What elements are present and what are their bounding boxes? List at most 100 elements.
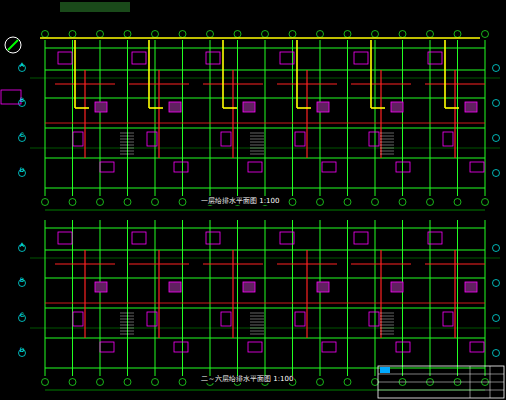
plan-line [148, 40, 150, 108]
plan-line [210, 40, 211, 196]
plan-fixture [147, 312, 157, 326]
plan-line [380, 151, 394, 152]
axis-bubble [97, 379, 104, 386]
plan-line [347, 220, 348, 376]
plan-fixture [95, 102, 107, 112]
plan-line [380, 133, 394, 134]
axis-label: B [19, 97, 25, 103]
plan-linework [19, 31, 501, 391]
plan-fixture [322, 162, 336, 172]
plan-line [457, 40, 458, 196]
title-block [378, 366, 504, 398]
plan-fixture [73, 132, 83, 146]
axis-bubble [42, 379, 49, 386]
plan-title: 一层给排水平面图 1:100 [200, 198, 280, 205]
plan-line [120, 313, 134, 314]
plan-line [40, 37, 480, 39]
plan-title: 二～六层给排水平面图 1:100 [200, 376, 294, 383]
plan-fixture [443, 312, 453, 326]
plan-line [296, 40, 298, 108]
plan-line [292, 220, 293, 376]
axis-bubble [124, 379, 131, 386]
axis-bubble [399, 199, 406, 206]
plan-line [380, 316, 394, 317]
plan-line [250, 136, 264, 137]
plan-line [250, 133, 264, 134]
plan-fixture [391, 102, 403, 112]
plan-line [250, 328, 264, 329]
axis-bubble [42, 31, 49, 38]
plan-line [250, 334, 264, 335]
axis-label: D [19, 167, 26, 173]
axis-bubble [317, 379, 324, 386]
plan-line [84, 250, 85, 338]
plan-line [380, 136, 394, 137]
plan-line [158, 70, 159, 158]
plan-line [45, 220, 46, 376]
plan-line [380, 145, 394, 146]
plan-line [380, 154, 394, 155]
plan-line [250, 313, 264, 314]
plan-fixture [396, 162, 410, 172]
axis-bubble [179, 379, 186, 386]
plan-line [430, 220, 431, 376]
plan-line [120, 151, 134, 152]
axis-bubble [493, 280, 500, 287]
plan-line [320, 40, 321, 196]
plan-line [75, 107, 89, 109]
plan-fixture [322, 342, 336, 352]
plan-line [250, 316, 264, 317]
plan-line [45, 40, 46, 196]
plan-line [120, 319, 134, 320]
axis-bubble [344, 199, 351, 206]
plan-line [250, 331, 264, 332]
plan-line [237, 40, 238, 196]
plan-line [380, 319, 394, 320]
plan-line [182, 40, 183, 196]
plan-line [485, 40, 486, 196]
plan-line [380, 331, 394, 332]
plan-line [402, 220, 403, 376]
plan-fixture [169, 102, 181, 112]
plan-line [155, 220, 156, 376]
axis-bubble [97, 199, 104, 206]
plan-line [120, 136, 134, 137]
plan-line [306, 70, 307, 158]
plan-line [380, 139, 394, 140]
plan-fixture [248, 162, 262, 172]
axis-bubble [152, 31, 159, 38]
plan-line [149, 107, 163, 109]
axis-bubble [344, 31, 351, 38]
plan-fixture [470, 162, 484, 172]
plan-fixture [443, 132, 453, 146]
plan-line [222, 40, 224, 108]
plan-line [402, 40, 403, 196]
plan-fixture [58, 52, 72, 64]
plan-line [232, 70, 233, 158]
plan-line [380, 328, 394, 329]
plan-line [250, 145, 264, 146]
plan-line [380, 142, 394, 143]
axis-bubble [234, 31, 241, 38]
plan-line [380, 325, 394, 326]
axis-bubble [289, 31, 296, 38]
plan-line [375, 220, 376, 376]
plan-fixture [391, 282, 403, 292]
plan-line [120, 322, 134, 323]
axis-label: C [19, 312, 25, 318]
plan-fixture [428, 52, 442, 64]
axis-bubble [372, 199, 379, 206]
plan-line [120, 328, 134, 329]
axis-bubble [427, 31, 434, 38]
plan-fixture [132, 232, 146, 244]
plan-line [127, 220, 128, 376]
plan-line [347, 40, 348, 196]
plan-line [120, 325, 134, 326]
axis-bubble [427, 199, 434, 206]
plan-fixture [147, 132, 157, 146]
plan-line [292, 40, 293, 196]
axis-bubble [317, 31, 324, 38]
axis-bubble [493, 100, 500, 107]
plan-fixture [206, 52, 220, 64]
